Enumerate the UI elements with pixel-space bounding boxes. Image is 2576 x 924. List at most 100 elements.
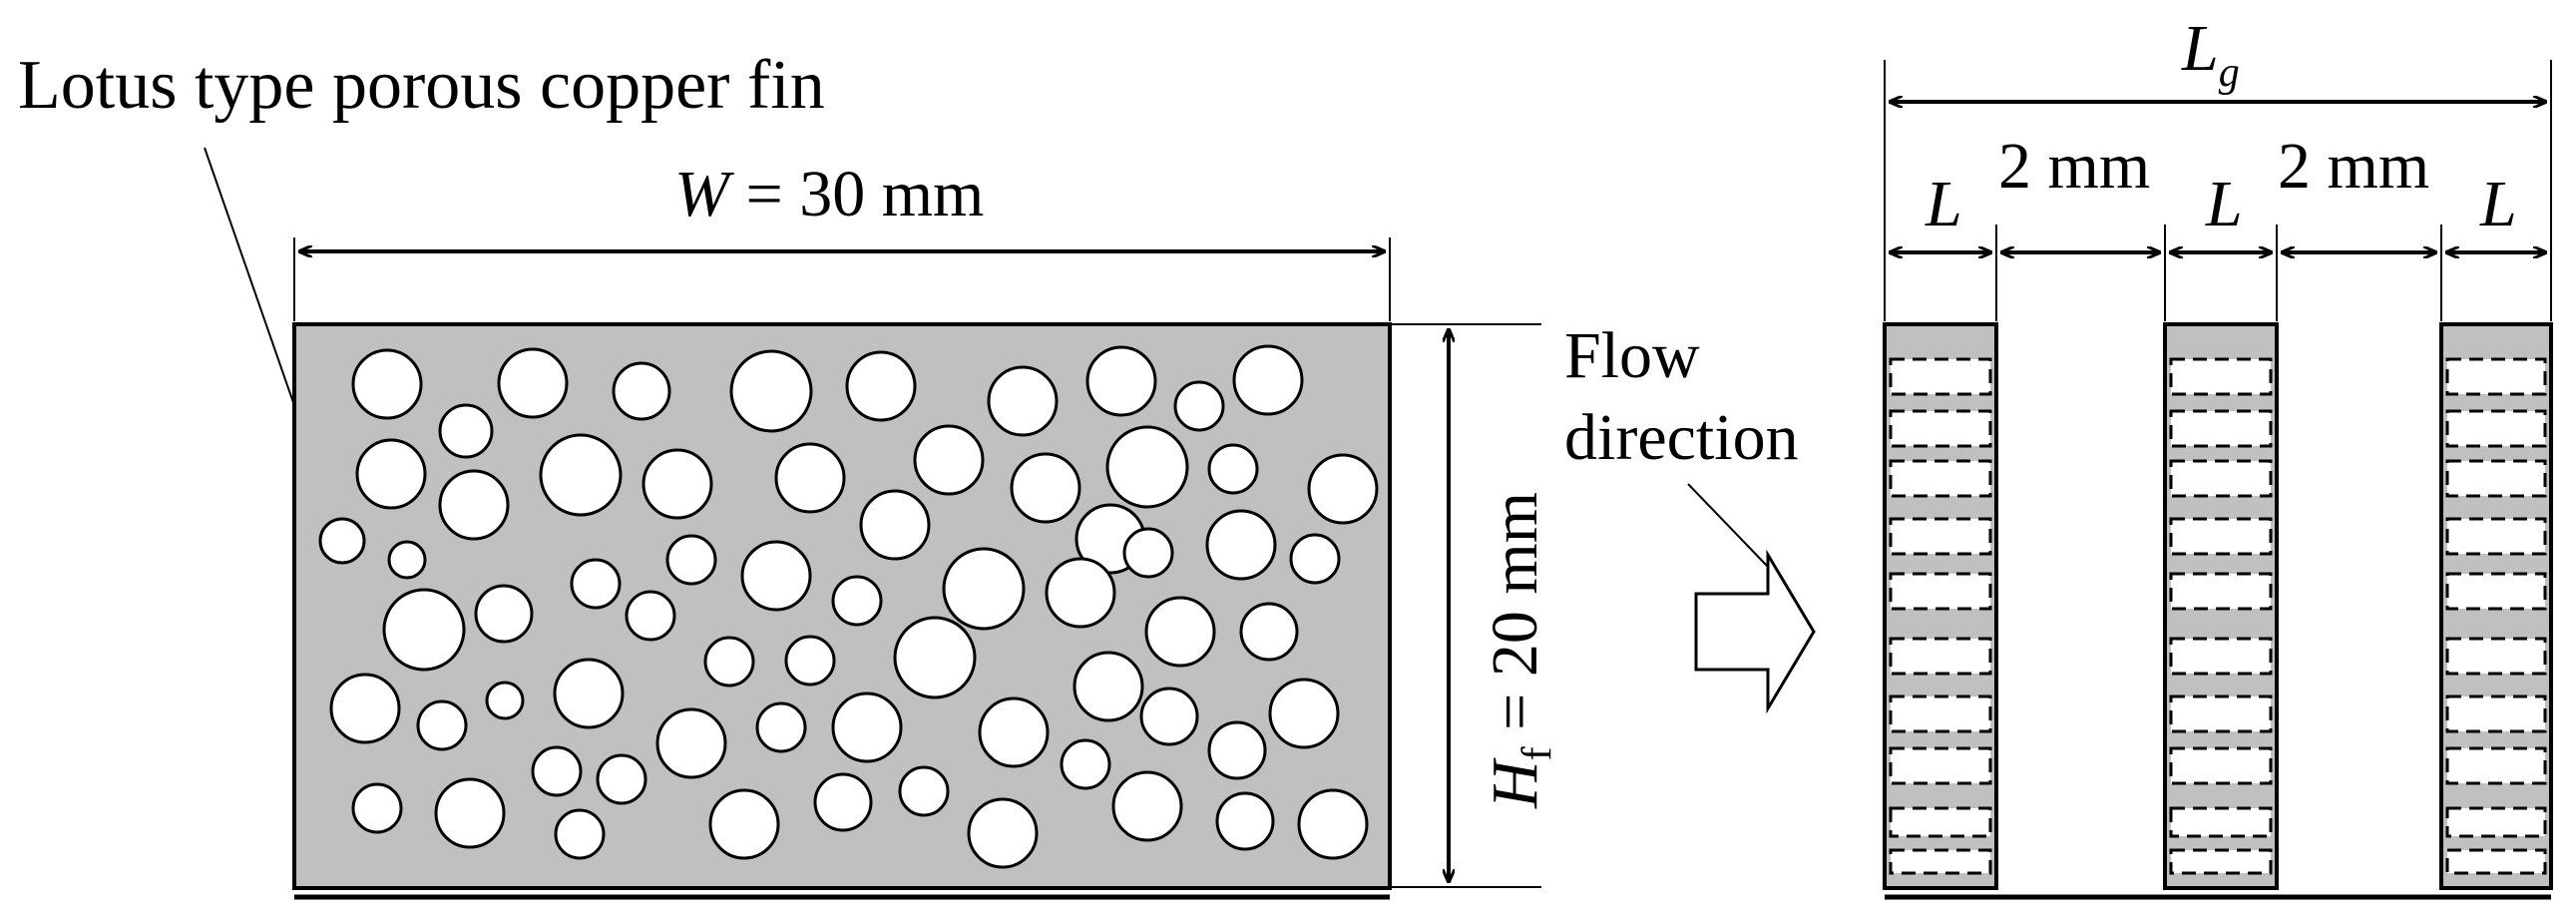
pore-23 [859,489,931,561]
pore-7 [1085,345,1157,417]
strip-3-pore-band-3 [2445,459,2547,498]
pore-47 [831,692,903,763]
pore-9 [1232,344,1304,416]
strip-2-pore-band-9 [2169,806,2273,838]
fin-strip-3 [2439,322,2553,890]
width-var: W [674,158,734,231]
height-sub: f [1514,746,1560,760]
pore-66 [1297,788,1369,860]
pore-44 [329,673,401,744]
pore-60 [708,788,780,860]
pore-17 [1010,452,1081,524]
pore-49 [1139,687,1199,746]
pore-12 [438,469,510,541]
height-dimension-label: Hf = 20 mm [1479,492,1560,809]
pore-11 [355,438,427,510]
pore-56 [1060,738,1111,790]
pore-3 [612,361,671,421]
pore-63 [967,797,1039,869]
pore-21 [318,517,366,565]
strip-3-pore-band-2 [2445,409,2547,448]
flow-label-line-2: direction [1564,401,1799,474]
strip-1-pore-band-1 [1889,357,1992,396]
pore-6 [987,365,1059,437]
pore-62 [898,765,950,817]
pore-20 [1307,453,1379,525]
pore-4 [729,349,813,433]
pore-46 [485,681,525,720]
strip-2-pore-band-3 [2169,459,2273,498]
strip-3-pore-band-4 [2445,517,2547,556]
pore-13 [539,433,623,517]
pore-18 [1105,425,1189,509]
left-panel: Lotus type porous copper fin W = 30 mm H… [18,47,1560,900]
strip-3-pore-band-5 [2445,572,2547,611]
strip-3-pore-band-7 [2445,694,2547,733]
pore-8 [1173,380,1225,432]
strip-1-pore-band-5 [1889,572,1992,611]
pore-53 [1207,720,1267,780]
pore-42 [1073,651,1144,722]
strip-1-pore-band-7 [1889,694,1992,733]
height-var: H [1479,757,1551,809]
strip-3-pore-band-6 [2445,637,2547,676]
fin-strip-1 [1883,322,1998,890]
pore-57 [351,782,403,834]
pore-65 [1215,791,1275,851]
flow-direction-arrow-icon [1694,549,1816,714]
pore-54 [531,745,583,797]
strip-1-pore-band-9 [1889,806,1992,838]
strip-3-pore-band-10 [2445,848,2547,875]
fin-title: Lotus type porous copper fin [18,47,825,124]
strip-1-pore-band-6 [1889,637,1992,676]
pore-30 [570,558,622,610]
fin1-thickness-label: L [1925,168,1962,240]
pore-37 [1144,596,1216,668]
pore-40 [703,636,755,688]
pore-32 [942,547,1026,631]
strip-1-pore-band-10 [1889,848,1992,875]
strip-2-pore-band-5 [2169,572,2273,611]
fin-strip-1-pores [1889,357,1992,875]
gap2-label: 2 mm [2278,130,2429,203]
total-length-label: Lg [2181,12,2240,96]
pore-33 [1045,557,1116,629]
strip-2-pore-band-2 [2169,409,2273,448]
strip-2-pore-band-10 [2169,848,2273,875]
pore-15 [774,442,846,514]
strip-1-pore-band-8 [1889,746,1992,785]
pore-58 [434,777,506,849]
strip-2-pore-band-6 [2169,637,2273,676]
fin2-thickness-label: L [2205,168,2243,240]
pore-29 [740,540,812,612]
pore-34 [382,588,466,672]
pore-14 [642,448,713,520]
pore-38 [1239,602,1299,662]
pore-43 [553,658,625,729]
pore-51 [655,707,727,779]
strip-2-pore-band-7 [2169,694,2273,733]
height-value: = 20 mm [1479,492,1551,746]
pore-16 [913,424,985,496]
strip-2-pore-band-4 [2169,517,2273,556]
right-panel: Lg L L L 2 mm 2 mm [1564,12,2553,900]
pore-26 [1205,509,1277,581]
fin3-thickness-label: L [2479,168,2517,240]
fin-strip-2-pores [2169,357,2273,875]
pore-19 [1207,443,1259,495]
pore-28 [1289,533,1341,585]
pore-45 [416,699,468,751]
pore-35 [474,584,534,644]
total-length-var: L [2181,12,2219,85]
strip-1-pore-band-3 [1889,459,1992,498]
pore-group [318,344,1379,869]
pore-48 [978,696,1050,768]
gap1-label: 2 mm [1998,130,2150,203]
pore-22 [387,540,427,580]
pore-27 [1122,527,1174,579]
pore-24 [665,534,717,586]
pore-52 [755,701,807,753]
pore-2 [497,347,569,419]
total-length-sub: g [2219,50,2240,96]
